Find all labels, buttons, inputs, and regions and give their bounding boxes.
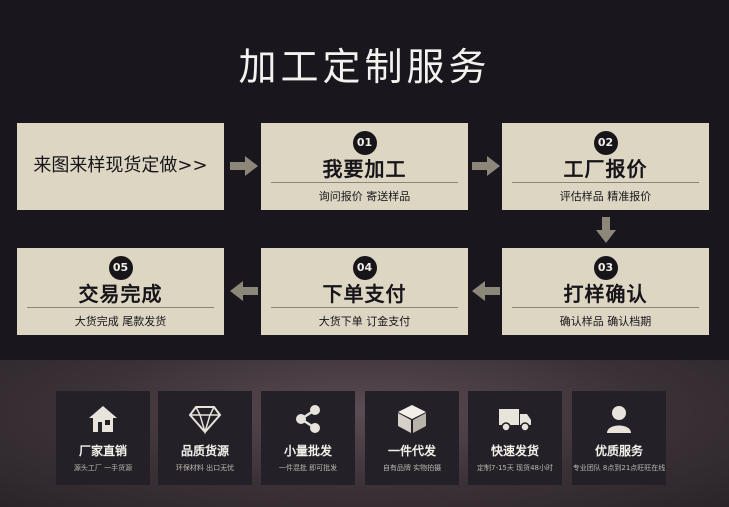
step-04: 04 下单支付 大货下单 订金支付 [261,248,468,335]
divider [271,307,458,308]
divider [512,182,699,183]
step-subtitle: 评估样品 精准报价 [559,190,652,203]
feature-tile: 一件代发 自有品牌 实物拍摄 [365,391,459,485]
feature-subtitle: 专业团队 8点到21点旺旺在线 [572,464,666,472]
step-title: 我要加工 [322,157,407,181]
arrow-right-icon [230,156,258,176]
feature-tile: 小量批发 一件混批 即可批发 [261,391,355,485]
arrow-left-icon [472,281,500,301]
step-number: 01 [352,131,377,155]
step-title: 交易完成 [78,282,163,306]
step-01: 01 我要加工 询问报价 寄送样品 [261,123,468,210]
feature-subtitle: 环保材料 出口无忧 [175,464,235,472]
feature-title: 优质服务 [594,444,643,458]
step-02: 02 工厂报价 评估样品 精准报价 [502,123,709,210]
feature-tile: 快速发货 定制7-15天 现货48小时 [468,391,562,485]
arrow-left-icon [230,281,258,301]
step-subtitle: 确认样品 确认档期 [559,315,652,328]
step-title: 下单支付 [322,282,407,306]
step-subtitle: 大货完成 尾款发货 [74,315,167,328]
user-icon [607,406,631,433]
divider [512,307,699,308]
feature-subtitle: 一件混批 即可批发 [278,464,338,472]
page-title: 加工定制服务 [238,45,491,89]
feature-subtitle: 源头工厂 一手货源 [73,464,133,472]
feature-subtitle: 定制7-15天 现货48小时 [476,464,554,472]
share-icon [296,405,320,433]
divider [271,182,458,183]
box-icon [398,405,426,433]
step-number: 03 [593,256,618,280]
step-05: 05 交易完成 大货完成 尾款发货 [17,248,224,335]
house-icon [89,406,117,432]
step-number: 05 [108,256,133,280]
feature-tile: 优质服务 专业团队 8点到21点旺旺在线 [572,391,666,485]
diamond-icon [188,406,222,435]
feature-title: 小量批发 [283,444,332,458]
step-intro: 来图来样现货定做>> [17,123,224,210]
step-subtitle: 大货下单 订金支付 [318,315,411,328]
feature-title: 品质货源 [180,444,229,458]
step-title: 工厂报价 [563,157,648,181]
feature-tile: 品质货源 环保材料 出口无忧 [158,391,252,485]
arrow-down-icon [596,217,616,243]
feature-tile: 厂家直销 源头工厂 一手货源 [56,391,150,485]
truck-icon [499,409,531,432]
step-number: 04 [352,256,377,280]
arrow-right-icon [472,156,500,176]
step-title: 打样确认 [563,282,648,306]
feature-subtitle: 自有品牌 实物拍摄 [382,464,442,472]
step-subtitle: 询问报价 寄送样品 [318,190,411,203]
feature-title: 快速发货 [490,444,539,458]
feature-title: 一件代发 [387,444,436,458]
feature-title: 厂家直销 [78,444,127,458]
divider [27,307,214,308]
step-number: 02 [593,131,618,155]
step-intro-label: 来图来样现货定做>> [33,155,208,176]
step-03: 03 打样确认 确认样品 确认档期 [502,248,709,335]
